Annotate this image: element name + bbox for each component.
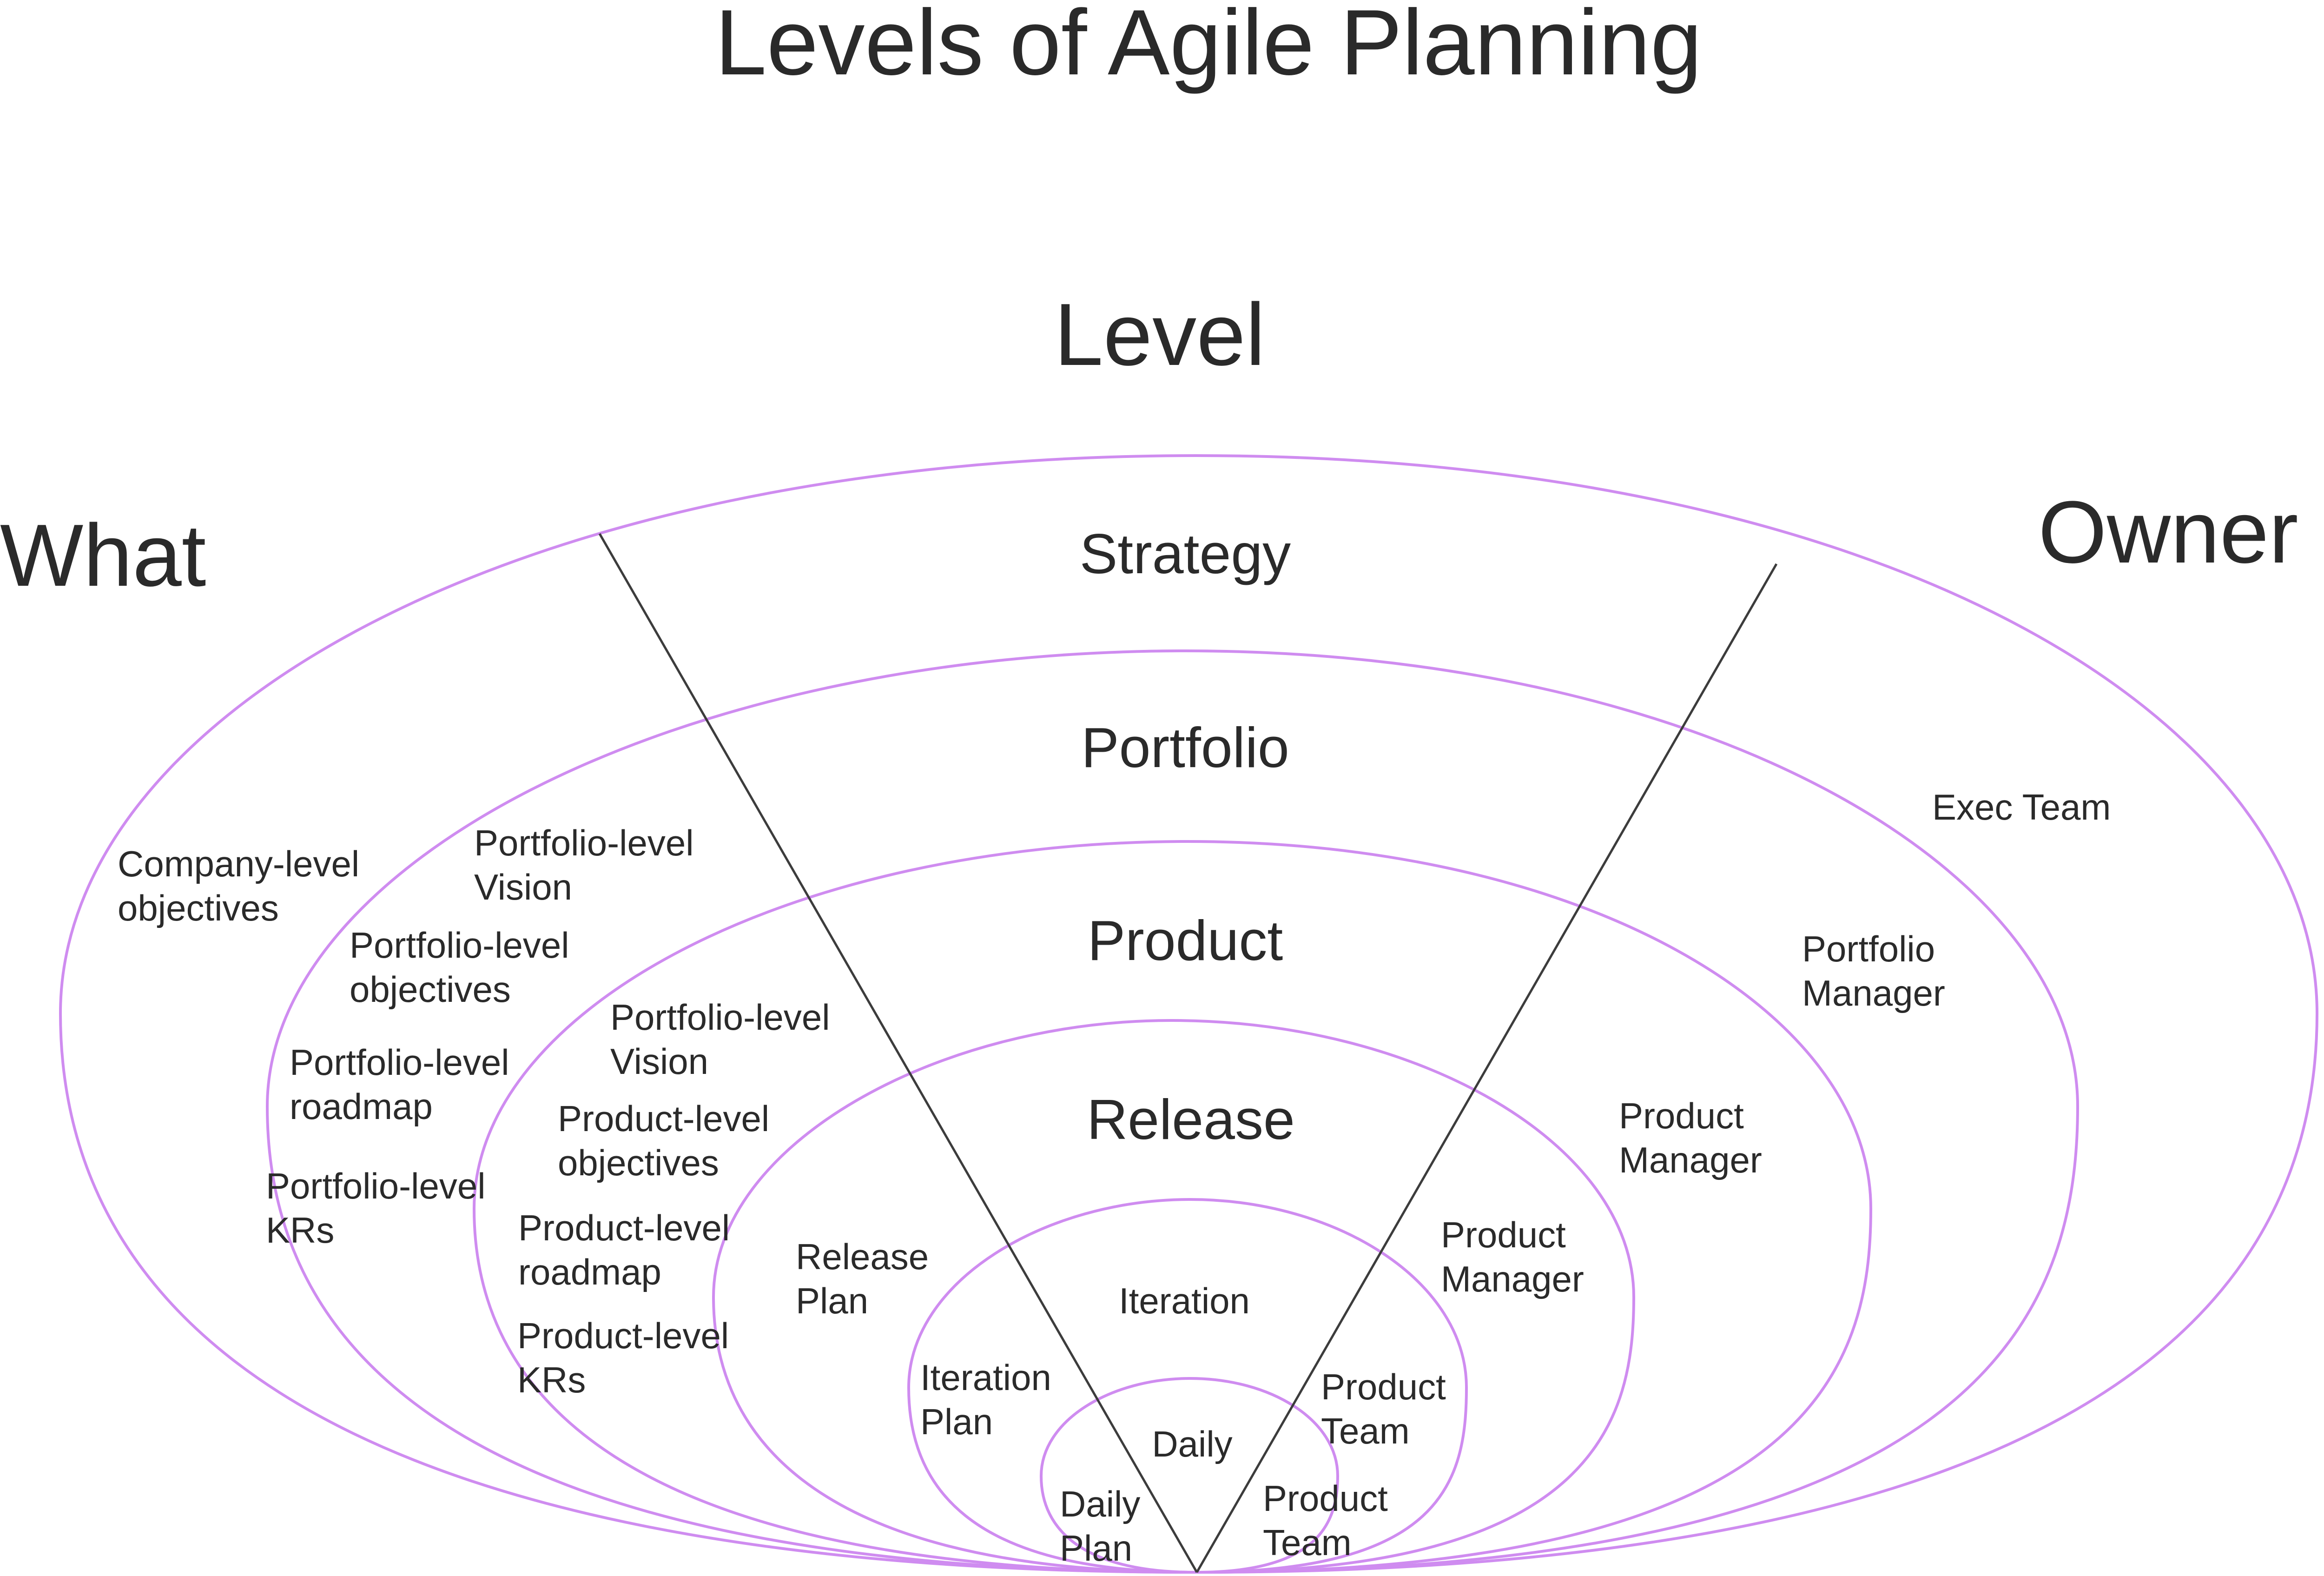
label-line: Product-level bbox=[518, 1207, 730, 1248]
diagram-title: Levels of Agile Planning bbox=[715, 0, 1702, 94]
ring-daily bbox=[1039, 1377, 1340, 1574]
label-line: Plan bbox=[920, 1401, 993, 1442]
label-line: objectives bbox=[118, 887, 279, 928]
label-line: Product bbox=[1263, 1478, 1388, 1519]
ring-release bbox=[712, 1019, 1636, 1574]
label-line: Portfolio-level bbox=[266, 1165, 486, 1206]
column-dividers bbox=[598, 533, 1778, 1573]
label-line: Plan bbox=[1060, 1528, 1132, 1569]
level-name-strategy: Strategy bbox=[1080, 522, 1291, 585]
label-line: roadmap bbox=[290, 1086, 433, 1127]
label-line: Exec Team bbox=[1932, 787, 2111, 828]
label-line: Portfolio-level bbox=[350, 925, 569, 966]
level-names: Strategy Portfolio Product Release Itera… bbox=[1080, 522, 1295, 1464]
label-line: objectives bbox=[350, 969, 511, 1010]
label-line: Vision bbox=[610, 1041, 708, 1082]
ring-portfolio bbox=[265, 649, 2080, 1574]
label-line: Manager bbox=[1441, 1258, 1584, 1299]
owner-header: Owner bbox=[2038, 483, 2298, 582]
label-line: KRs bbox=[517, 1359, 586, 1400]
label-line: Team bbox=[1263, 1522, 1352, 1563]
level-name-product: Product bbox=[1088, 909, 1283, 972]
label-line: Product bbox=[1321, 1366, 1446, 1407]
label-line: roadmap bbox=[518, 1252, 661, 1292]
divider-right bbox=[1195, 563, 1778, 1573]
label-line: Daily bbox=[1060, 1483, 1140, 1524]
label-line: Portfolio bbox=[1802, 928, 1935, 969]
label-line: Team bbox=[1321, 1410, 1410, 1451]
label-line: Iteration bbox=[920, 1357, 1051, 1398]
label-line: KRs bbox=[266, 1210, 334, 1251]
label-line: Plan bbox=[796, 1280, 868, 1321]
label-line: Portfolio-level bbox=[290, 1042, 509, 1083]
label-line: Vision bbox=[474, 867, 572, 907]
what-header: What bbox=[0, 506, 206, 605]
level-rings bbox=[59, 454, 2319, 1574]
label-line: Product-level bbox=[558, 1098, 769, 1139]
level-name-portfolio: Portfolio bbox=[1081, 716, 1289, 779]
ring-product bbox=[472, 840, 1873, 1574]
label-line: Product bbox=[1441, 1214, 1566, 1255]
label-line: Release bbox=[796, 1236, 929, 1277]
label-line: Product-level bbox=[517, 1315, 729, 1356]
label-line: Portfolio-level bbox=[474, 822, 694, 863]
label-line: objectives bbox=[558, 1142, 719, 1183]
label-line: Manager bbox=[1619, 1139, 1762, 1180]
ring-iteration bbox=[907, 1198, 1468, 1574]
level-name-iteration: Iteration bbox=[1119, 1280, 1250, 1321]
level-name-release: Release bbox=[1087, 1088, 1295, 1151]
divider-left bbox=[598, 533, 1198, 1573]
label-line: Product bbox=[1619, 1095, 1744, 1136]
level-header: Level bbox=[1054, 285, 1265, 384]
label-line: Manager bbox=[1802, 973, 1945, 1013]
label-line: Portfolio-level bbox=[610, 997, 830, 1038]
ring-strategy bbox=[59, 454, 2319, 1574]
owner-label: Exec Team bbox=[1932, 787, 2111, 828]
label-line: Company-level bbox=[118, 843, 359, 884]
level-name-daily: Daily bbox=[1152, 1424, 1232, 1464]
